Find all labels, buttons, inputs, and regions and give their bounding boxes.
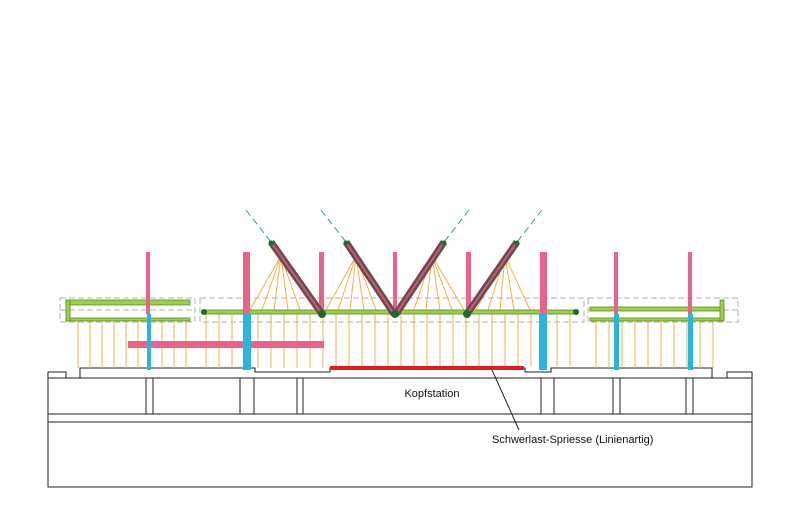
beam-right — [589, 306, 725, 312]
callout-leader — [491, 369, 520, 431]
timber-brace — [431, 255, 441, 311]
timber-brace — [280, 255, 289, 311]
diagonal-struts — [268, 239, 520, 317]
beam-left-lower — [65, 317, 191, 322]
beam-right-end — [719, 299, 725, 322]
timber-brace — [337, 255, 357, 311]
timber-brace — [431, 255, 465, 311]
base-structure — [47, 367, 753, 488]
station-label: Kopfstation — [404, 388, 459, 400]
timber-props-right — [595, 321, 714, 368]
heavy-prop-band-bottom — [330, 366, 524, 370]
beam-right-lower — [589, 317, 725, 322]
callout-label: Schwerlast-Spriesse (Linienartig) — [492, 434, 653, 446]
platform-dividers — [145, 378, 694, 414]
timber-brace — [349, 255, 357, 311]
timber-brace — [261, 255, 282, 311]
cyan-columns — [147, 314, 693, 370]
lower-box — [47, 413, 753, 488]
timber-brace — [273, 255, 282, 311]
pink-columns — [146, 252, 692, 314]
platform-outline — [47, 367, 753, 415]
heavy-prop-band-top — [128, 341, 324, 348]
timber-brace — [431, 255, 453, 311]
beam-left-end — [65, 299, 71, 322]
timber-brace — [504, 255, 515, 311]
timber-brace — [249, 255, 282, 311]
strut-axis-lines — [245, 209, 543, 243]
beam-left — [65, 299, 191, 306]
timber-brace — [504, 255, 531, 311]
strut-node-icon — [201, 240, 579, 318]
timber-brace — [325, 255, 357, 311]
